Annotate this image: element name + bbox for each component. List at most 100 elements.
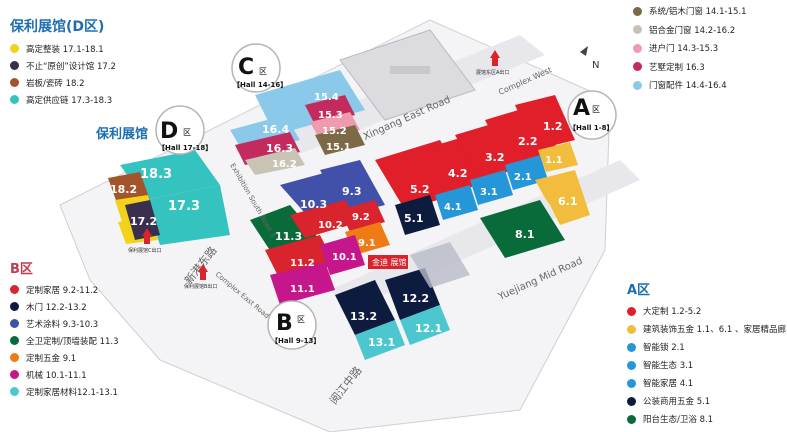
bubble-shape xyxy=(155,105,205,155)
hall-label: 4.1 xyxy=(444,202,462,213)
hall-31[interactable] xyxy=(470,170,513,205)
legend-label: 艺墅定制 16.3 xyxy=(649,62,705,73)
legend-dot-icon xyxy=(10,61,19,70)
hall-label: 1.1 xyxy=(545,155,563,166)
legend-dot-icon xyxy=(633,6,642,16)
hall-132[interactable] xyxy=(335,280,395,335)
legend-item: 系统/铝木门窗 14.1-15.1 xyxy=(633,2,747,21)
legend-item: 机械 10.1-11.1 xyxy=(10,366,119,383)
hall-label: 9.2 xyxy=(352,212,370,223)
legend-label: 进户门 14.3-15.3 xyxy=(649,44,719,55)
hall-51[interactable] xyxy=(395,195,440,235)
bubble-letter: B xyxy=(276,311,293,336)
legend-item: 智能生态 3.1 xyxy=(627,356,786,374)
legend-item: 岩板/瓷砖 18.2 xyxy=(10,74,116,91)
hall-173[interactable] xyxy=(145,185,230,245)
legend-item: 大定制 1.2-5.2 xyxy=(627,302,786,320)
hall-label: 2.1 xyxy=(514,172,532,183)
legend-zone-d: 保利展馆(D区) 高定整装 17.1-18.1 不止“原创”设计馆 17.2 岩… xyxy=(10,16,116,108)
legend-dot-icon xyxy=(627,360,636,370)
bubble-hall: 【Hall 1-8】 xyxy=(569,124,613,132)
bubble-letter: C xyxy=(238,55,254,80)
zone-d-halls: 18.3 17.3 18.2 17.2 xyxy=(108,150,230,245)
legend-item: 门窗配件 14.4-16.4 xyxy=(633,76,747,95)
hall-41[interactable] xyxy=(435,185,478,220)
legend-item: 木门 12.2-13.2 xyxy=(10,298,119,315)
legend-dot-icon xyxy=(627,342,636,352)
legend-item: 阳台生态/卫浴 8.1 xyxy=(627,410,786,428)
hall-172[interactable] xyxy=(125,200,160,240)
hall-131[interactable] xyxy=(355,320,405,360)
zone-bubble-c[interactable]: C 区 【Hall 14-16】 xyxy=(231,43,287,93)
hall-101[interactable] xyxy=(320,235,365,275)
hall-61[interactable] xyxy=(535,170,590,225)
legend-label: 系统/铝木门窗 14.1-15.1 xyxy=(649,7,747,18)
hall-93[interactable] xyxy=(320,160,385,215)
legend-dot-icon xyxy=(10,387,19,396)
hall-label: 10.3 xyxy=(300,198,327,211)
legend-dot-icon xyxy=(633,80,642,90)
hall-81[interactable] xyxy=(480,200,565,258)
hall-11[interactable] xyxy=(538,142,578,172)
hall-label: 3.2 xyxy=(485,151,505,164)
legend-label: 艺术涂料 9.3-10.3 xyxy=(26,319,99,330)
bubble-hall: 【Hall 9-13】 xyxy=(271,337,320,345)
hall-label: 1.2 xyxy=(543,120,563,133)
bubble-shape xyxy=(267,300,317,350)
hall-label: 17.2 xyxy=(130,215,157,228)
legend-dot-icon xyxy=(633,43,642,53)
hotel-entrance: 金迪 展馆 xyxy=(368,255,408,269)
hall-12[interactable] xyxy=(515,95,575,150)
legend-label: 岩板/瓷砖 18.2 xyxy=(26,78,85,89)
hall-label: 12.2 xyxy=(402,292,429,305)
hall-label: 4.2 xyxy=(448,167,468,180)
legend-label: 阳台生态/卫浴 8.1 xyxy=(643,415,714,425)
building-block xyxy=(339,29,476,121)
compass-needle xyxy=(580,46,588,56)
hall-label: 5.1 xyxy=(404,212,424,225)
bubble-shape xyxy=(567,90,617,140)
legend-zone-b: B区 定制家居 9.2-11.2 木门 12.2-13.2 艺术涂料 9.3-1… xyxy=(10,258,119,400)
hall-163[interactable] xyxy=(235,132,300,165)
venue-label: 保利展馆 xyxy=(95,126,148,142)
legend-label: 大定制 1.2-5.2 xyxy=(643,307,702,317)
bubble-hall: 【Hall 17-18】 xyxy=(158,144,212,152)
zone-bubble-a[interactable]: A 区 【Hall 1-8】 xyxy=(567,90,617,140)
bubble-hall: 【Hall 14-16】 xyxy=(233,81,287,89)
hall-151[interactable] xyxy=(315,125,365,155)
legend-dot-icon xyxy=(10,78,19,87)
compass-label: N xyxy=(592,60,599,71)
hall-label: 10.2 xyxy=(318,220,343,231)
entrance-icon xyxy=(142,228,152,244)
legend-label: 不止“原创”设计馆 17.2 xyxy=(26,61,116,72)
hall-label: 13.1 xyxy=(368,336,395,349)
hall-label: 6.1 xyxy=(558,195,578,208)
hall-label: 18.2 xyxy=(110,183,137,196)
hall-121[interactable] xyxy=(400,305,450,345)
legend-label: 智能生态 3.1 xyxy=(643,361,694,371)
legend-title: B区 xyxy=(10,262,33,277)
hall-111[interactable] xyxy=(270,262,335,305)
legend-dot-icon xyxy=(627,378,636,388)
legend-label: 定制家居 9.2-11.2 xyxy=(26,285,99,296)
legend-item: 艺墅定制 16.3 xyxy=(633,58,747,77)
zone-bubble-b[interactable]: B 区 【Hall 9-13】 xyxy=(267,300,320,350)
hall-label: 16.2 xyxy=(272,159,297,170)
legend-item: 建筑装饰五金 1.1、6.1 、家居精品廊 xyxy=(627,320,786,338)
hall-162[interactable] xyxy=(245,148,305,175)
zone-bubble-d[interactable]: D 区 【Hall 17-18】 xyxy=(155,105,212,155)
legend-label: 高定供应链 17.3-18.3 xyxy=(26,95,113,106)
legend-dot-icon xyxy=(10,44,19,53)
building-sign xyxy=(390,66,430,74)
legend-label: 智能家居 4.1 xyxy=(643,379,694,389)
bubble-letter: D xyxy=(160,119,178,144)
venue-stack xyxy=(410,242,470,288)
legend-dot-icon xyxy=(10,285,19,294)
legend-item: 全卫定制/顶墙装配 11.3 xyxy=(10,332,119,349)
legend-item: 高定供应链 17.3-18.3 xyxy=(10,91,116,108)
hall-label: 10.1 xyxy=(332,252,357,263)
hall-label: 3.1 xyxy=(480,187,498,198)
legend-item: 不止“原创”设计馆 17.2 xyxy=(10,57,116,74)
hall-label: 2.2 xyxy=(518,135,538,148)
